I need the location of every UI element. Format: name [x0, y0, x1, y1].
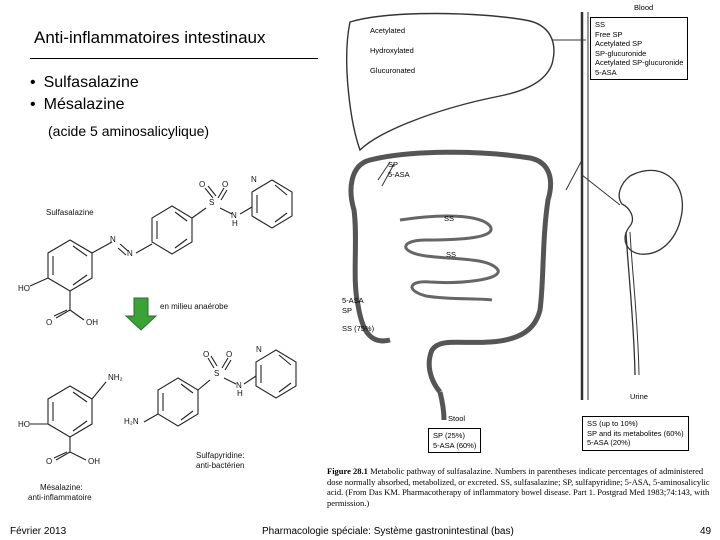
chemical-structures: O O S N H N N N HO O OH NH₂ HO O OH H₂N … — [18, 175, 297, 500]
liver-label-acetylated: Acetylated — [370, 26, 406, 35]
atom-label: N — [231, 211, 237, 220]
mesalazine-ring — [47, 385, 93, 438]
colon-illustration — [348, 149, 554, 394]
sulfasalazine-label: Sulfasalazine — [46, 208, 94, 217]
atom-label: O — [226, 350, 232, 359]
figure-caption-label: Figure 28.1 — [327, 466, 368, 476]
blood-to-kidney-arrow — [581, 174, 621, 206]
urine-label: Urine — [630, 392, 648, 401]
blood-label: Blood — [634, 3, 653, 12]
figure-caption: Figure 28.1 Metabolic pathway of sulfasa… — [327, 466, 719, 508]
mesalazine-sublabel: anti-inflammatoire — [28, 493, 92, 500]
atom-labels: O O S N H N N N HO O OH NH₂ HO O OH H₂N … — [18, 175, 262, 466]
blood-metabolites-box: SS Free SP Acetylated SP SP-glucuronide … — [590, 17, 689, 80]
atom-label: O — [203, 350, 209, 359]
atom-label: H — [232, 219, 238, 228]
mesalazine-structure — [30, 381, 107, 461]
blood-metabolite: SS — [595, 20, 606, 29]
colon-label-sp: SP — [388, 160, 399, 169]
atom-label: HO — [18, 284, 30, 293]
footer-course: Pharmacologie spéciale: Système gastroni… — [262, 526, 514, 537]
sulfasalazine-metabolic-pathway-illustration: Blood — [346, 3, 683, 421]
atom-label: H — [237, 389, 243, 398]
intestine-label-ss: SS — [444, 214, 455, 223]
urine-value: SP and its metabolites (60%) — [587, 428, 684, 438]
liver-label-hydroxylated: Hydroxylated — [370, 46, 414, 55]
small-intestine-illustration — [399, 214, 500, 302]
bullet-item: •Mésalazine — [30, 94, 139, 116]
atom-label: NH₂ — [108, 373, 123, 382]
blood-metabolite: SP-glucuronide — [595, 48, 647, 58]
atom-label: S — [209, 198, 214, 207]
salicylic-ring — [47, 239, 93, 292]
pyridine-ring — [251, 179, 293, 229]
sulfasalazine-structure — [29, 179, 293, 321]
anaerobic-conversion-arrow — [124, 297, 158, 331]
stool-label: Stool — [448, 414, 466, 423]
phenyl-ring — [151, 205, 193, 255]
liver-illustration — [346, 12, 555, 152]
bullet-subtitle: (acide 5 aminosalicylique) — [48, 123, 210, 139]
sulfapyridine-pyridine-ring — [255, 349, 297, 399]
bullet-list: •Sulfasalazine •Mésalazine — [30, 72, 139, 116]
atom-label: H₂N — [124, 417, 139, 426]
mesalazine-label: Mésalazine: — [40, 483, 83, 492]
bullet-item: •Sulfasalazine — [30, 72, 139, 94]
stool-excretion-box: SP (25%) 5-ASA (60%) — [428, 428, 482, 453]
atom-label: OH — [86, 318, 98, 327]
blood-metabolite: Acetylated SP — [595, 39, 643, 48]
intestine-label-ss: SS — [446, 250, 457, 259]
blood-metabolite: Free SP — [595, 29, 623, 39]
sulfapyridine-sublabel: anti-bactérien — [196, 461, 244, 470]
stool-value: 5-ASA (60%) — [433, 440, 477, 450]
atom-label: OH — [88, 457, 100, 466]
atom-label: N — [251, 175, 257, 184]
kidney-illustration — [618, 169, 683, 255]
title-divider — [30, 58, 318, 59]
rectum-illustration — [437, 391, 447, 421]
figure-caption-text: Metabolic pathway of sulfasalazine. Numb… — [327, 466, 710, 508]
footer-page-number: 49 — [700, 526, 712, 537]
atom-label: O — [46, 318, 52, 327]
urine-value: SS (up to 10%) — [587, 419, 638, 428]
ureter-illustration — [625, 231, 636, 376]
stool-value: SP (25%) — [433, 431, 465, 440]
liver-label-glucuronated: Glucuronated — [370, 66, 416, 75]
sulfapyridine-label: Sulfapyridine: — [196, 451, 244, 460]
atom-label: N — [256, 345, 262, 354]
atom-label: O — [222, 180, 228, 189]
blood-metabolite: 5-ASA — [595, 67, 617, 77]
footer-date: Février 2013 — [10, 526, 67, 537]
sulfapyridine-structure — [143, 349, 297, 427]
slide-title: Anti-inflammatoires intestinaux — [34, 28, 266, 47]
anaerobic-label: en milieu anaérobe — [160, 302, 229, 311]
atom-label: O — [199, 180, 205, 189]
atom-label: S — [214, 369, 219, 378]
atom-label: N — [110, 235, 116, 244]
urine-excretion-box: SS (up to 10%) SP and its metabolites (6… — [582, 416, 689, 451]
colon-label-sp: SP — [342, 306, 353, 315]
bullet-text: Sulfasalazine — [43, 74, 139, 91]
colon-label-5asa: 5-ASA — [342, 296, 364, 305]
urine-value: 5-ASA (20%) — [587, 438, 631, 447]
sulfapyridine-phenyl-ring — [157, 377, 199, 427]
atom-label: N — [236, 381, 242, 390]
atom-label: N — [127, 249, 133, 258]
atom-label: O — [46, 457, 52, 466]
colon-label-ss: SS (75%) — [342, 324, 375, 333]
atom-label: HO — [18, 420, 30, 429]
bullet-text: Mésalazine — [43, 96, 125, 113]
colon-label-5asa: 5-ASA — [388, 170, 410, 179]
blood-metabolite: Acetylated SP-glucuronide — [595, 58, 684, 67]
